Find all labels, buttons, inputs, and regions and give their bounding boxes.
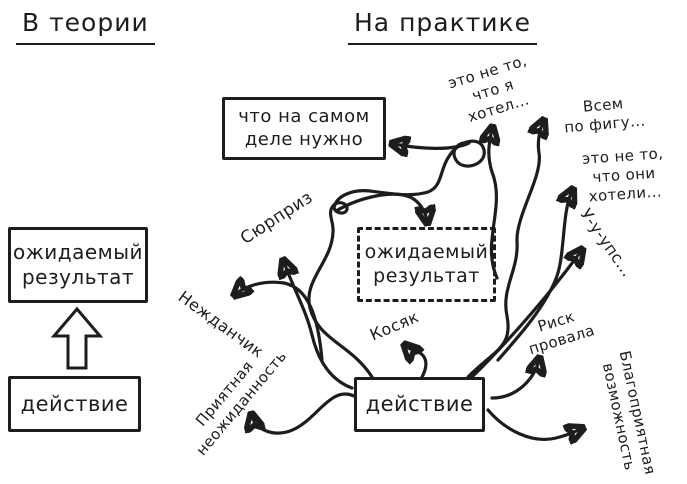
arrow-to-failure-risk	[490, 360, 539, 400]
theory-heading: В теории	[16, 8, 155, 45]
theory-expected-result-box: ожидаемый результат	[8, 227, 148, 303]
arrow-to-expected-result	[334, 192, 427, 221]
arrow-to-opportunity	[486, 408, 581, 439]
outcome-not-what-they-wanted: это не то, что они хотели...	[581, 144, 664, 205]
block-up-arrow	[50, 306, 104, 370]
outcome-oops: У-у-упс...	[576, 205, 638, 281]
practice-action-box: действие	[354, 377, 485, 432]
practice-expected-result-box: ожидаемый результат	[357, 227, 496, 302]
outcome-mistake: Косяк	[367, 306, 422, 345]
arrow-to-pleasant-surprise	[252, 392, 356, 435]
theory-action-box: действие	[8, 376, 141, 432]
outcome-failure-risk: Риск провала	[526, 307, 597, 358]
arrow-to-mistake	[406, 346, 428, 379]
practice-actually-needed-box: что на самом деле нужно	[222, 97, 386, 160]
outcome-nobody-cares: Всем по фигу...	[563, 94, 647, 137]
arrow-to-surprise	[284, 262, 354, 390]
practice-heading: На практике	[348, 8, 537, 45]
outcome-surprise: Сюрприз	[237, 187, 317, 249]
outcome-not-what-i-wanted: это не то, что я хотел...	[445, 51, 532, 126]
outcome-opportunity: Благоприятная возможность	[599, 349, 660, 477]
outcome-pleasant-surprise: Приятная неожиданность	[192, 347, 291, 459]
